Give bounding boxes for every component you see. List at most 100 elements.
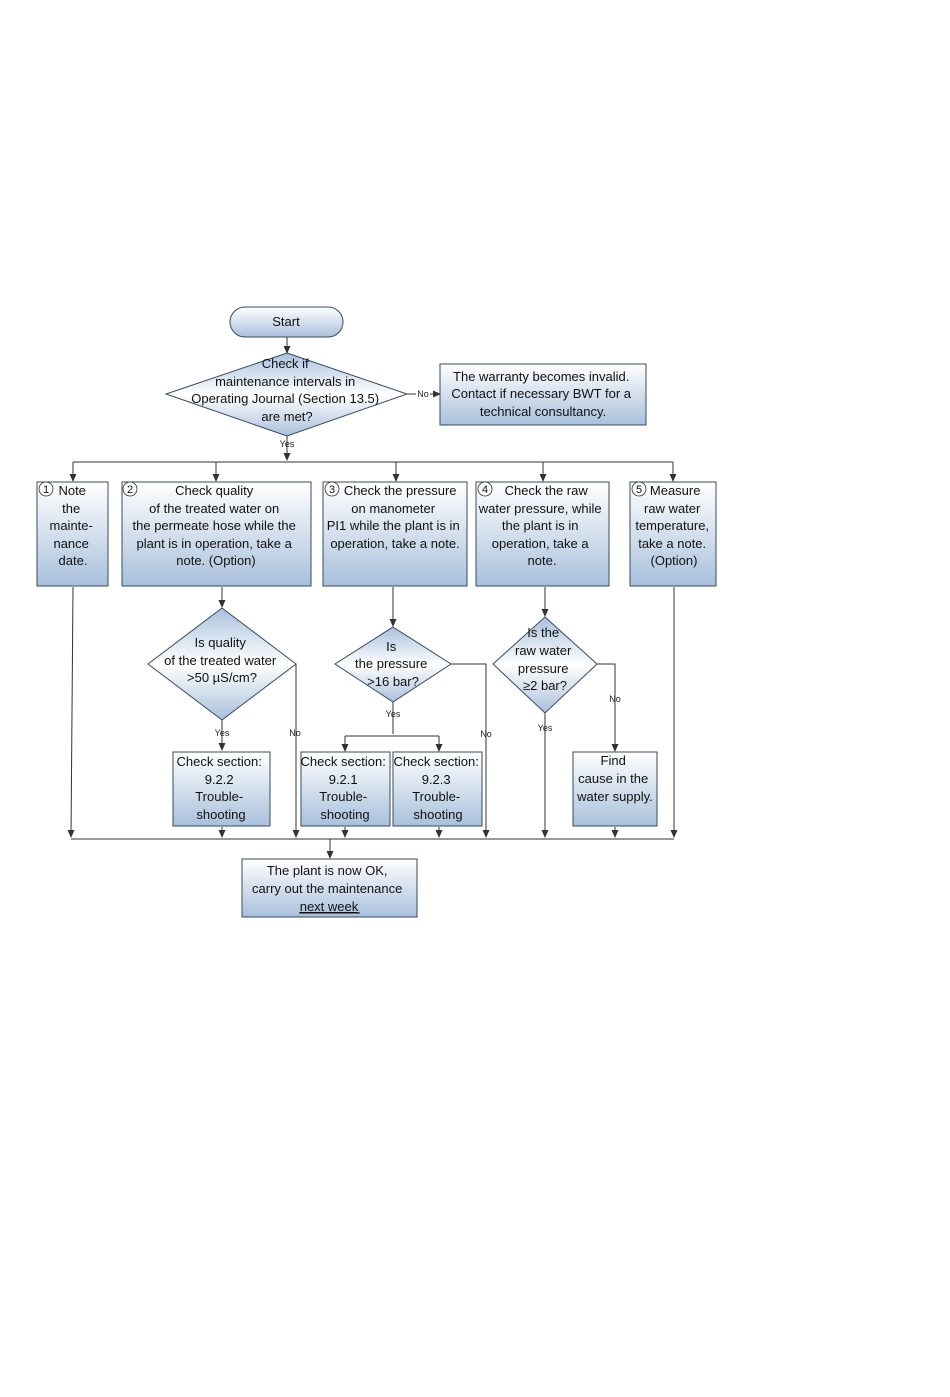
step-2-number-circle <box>122 481 138 497</box>
check-921-line: shooting <box>320 807 369 822</box>
step-5-number-circle <box>631 481 647 497</box>
step-2-line: of the treated water on <box>149 501 279 516</box>
decision-quality: Is quality of the treated water >50 µS/c… <box>147 607 297 721</box>
step-1-line: nance <box>53 536 88 551</box>
step-3-number-circle <box>324 481 340 497</box>
decision-quality-line: >50 µS/cm? <box>187 670 257 685</box>
warranty-line: technical consultancy. <box>480 404 606 419</box>
decision-intervals-text: Check if maintenance intervals in Operat… <box>191 356 383 424</box>
check-923-line: shooting <box>413 807 462 822</box>
decision-intervals-line: are met? <box>261 409 312 424</box>
step-4-line: operation, take a <box>492 536 590 551</box>
end-text: The plant is now OK, carry out the maint… <box>252 863 406 914</box>
decision-pressure: Is the pressure >16 bar? <box>334 626 452 703</box>
step-5-line: Measure <box>650 483 701 498</box>
find-cause-text: Find cause in the water supply. <box>576 753 653 804</box>
step-2-line: Check quality <box>175 483 254 498</box>
step-4-line: the plant is in <box>502 518 579 533</box>
label-no-warranty: No <box>417 389 429 399</box>
check-923-text: Check section: 9.2.3 Trouble- shooting <box>394 754 483 822</box>
warranty-text: The warranty becomes invalid. Contact if… <box>451 369 634 419</box>
check-922-text: Check section: 9.2.2 Trouble- shooting <box>177 754 266 822</box>
step-2-line: the permeate hose while the <box>133 518 296 533</box>
decision-pressure-text: Is the pressure >16 bar? <box>355 639 431 689</box>
step-3-line: on manometer <box>351 501 435 516</box>
label-no-raw: No <box>609 694 621 704</box>
warranty-line: The warranty becomes invalid. <box>453 369 629 384</box>
decision-maintenance-intervals: Check if maintenance intervals in Operat… <box>164 352 409 437</box>
step-1-line: date. <box>59 553 88 568</box>
end-line-2: carry out the maintenance <box>252 881 402 896</box>
step-1-line: mainte- <box>50 518 93 533</box>
start-label: Start <box>272 314 300 329</box>
decision-pressure-line: Is <box>386 639 397 654</box>
start-node: Start <box>229 306 344 338</box>
check-921-text: Check section: 9.2.1 Trouble- shooting <box>301 754 390 822</box>
check-923-line: Trouble- <box>412 789 460 804</box>
end-box: The plant is now OK, carry out the maint… <box>241 858 418 918</box>
step-1-text: Note the mainte- nance date. <box>50 483 97 568</box>
step-5-box: 5 Measure raw water temperature, take a … <box>629 481 717 587</box>
decision-raw-line: ≥2 bar? <box>523 678 567 693</box>
find-cause-line: Find <box>601 753 626 768</box>
check-922-line: Trouble- <box>195 789 243 804</box>
arrow-step-1-to-bottom <box>67 586 75 838</box>
step-3-line: PI1 while the plant is in <box>327 518 460 533</box>
check-922-line: 9.2.2 <box>205 772 234 787</box>
check-section-921-box: Check section: 9.2.1 Trouble- shooting <box>300 751 391 827</box>
decision-raw-text: Is the raw water pressure ≥2 bar? <box>515 625 575 693</box>
decision-raw-line: Is the <box>527 625 559 640</box>
step-4-number-circle <box>477 481 493 497</box>
step-4-number: 4 <box>482 484 488 496</box>
decision-pressure-line: the pressure <box>355 656 427 671</box>
step-3-number: 3 <box>329 484 335 496</box>
check-section-922-box: Check section: 9.2.2 Trouble- shooting <box>172 751 271 827</box>
step-1-number: 1 <box>43 484 49 496</box>
step-3-text: Check the pressure on manometer PI1 whil… <box>327 483 464 551</box>
decision-intervals-line: Operating Journal (Section 13.5) <box>191 391 379 406</box>
check-921-line: Trouble- <box>319 789 367 804</box>
decision-quality-line: Is quality <box>195 635 247 650</box>
label-no-quality: No <box>289 728 301 738</box>
step-5-line: take a note. <box>638 536 706 551</box>
step-4-line: water pressure, while <box>478 501 602 516</box>
find-cause-box: Find cause in the water supply. <box>572 751 658 827</box>
step-5-line: raw water <box>644 501 701 516</box>
decision-raw-line: raw water <box>515 643 572 658</box>
edge-labels: No Yes Yes No Yes No Yes No <box>215 388 621 739</box>
decision-raw-water: Is the raw water pressure ≥2 bar? <box>492 616 598 714</box>
step-4-line: Check the raw <box>505 483 589 498</box>
step-2-box: 2 Check quality of the treated water on … <box>121 481 312 587</box>
decision-intervals-line: maintenance intervals in <box>215 374 355 389</box>
connectors <box>67 337 678 859</box>
step-1-box: 1 Note the mainte- nance date. <box>36 481 109 587</box>
decision-pressure-line: >16 bar? <box>367 674 419 689</box>
label-yes-quality: Yes <box>215 728 230 738</box>
step-2-text: Check quality of the treated water on th… <box>133 483 300 568</box>
warranty-box: The warranty becomes invalid. Contact if… <box>439 363 647 426</box>
step-5-text: Measure raw water temperature, take a no… <box>635 483 712 568</box>
label-yes-pressure: Yes <box>386 709 401 719</box>
step-3-line: Check the pressure <box>344 483 457 498</box>
step-2-line: note. (Option) <box>176 553 256 568</box>
find-cause-line: cause in the <box>578 771 648 786</box>
check-921-line: Check section: <box>301 754 386 769</box>
label-yes-raw: Yes <box>538 723 553 733</box>
arrow-raw-no <box>597 663 619 752</box>
step-1-number-circle <box>38 481 54 497</box>
end-line-1: The plant is now OK, <box>267 863 388 878</box>
decision-quality-text: Is quality of the treated water >50 µS/c… <box>164 635 280 685</box>
warranty-line: Contact if necessary BWT for a <box>451 386 631 401</box>
check-923-line: Check section: <box>394 754 479 769</box>
find-cause-line: water supply. <box>576 789 653 804</box>
step-5-line: temperature, <box>635 518 709 533</box>
check-922-line: Check section: <box>177 754 262 769</box>
check-922-line: shooting <box>196 807 245 822</box>
step-5-number: 5 <box>636 484 642 496</box>
step-3-box: 3 Check the pressure on manometer PI1 wh… <box>322 481 468 587</box>
end-line-3: next week <box>300 899 359 914</box>
check-section-923-box: Check section: 9.2.3 Trouble- shooting <box>392 751 483 827</box>
step-4-line: note. <box>528 553 557 568</box>
label-yes-intervals: Yes <box>280 439 295 449</box>
